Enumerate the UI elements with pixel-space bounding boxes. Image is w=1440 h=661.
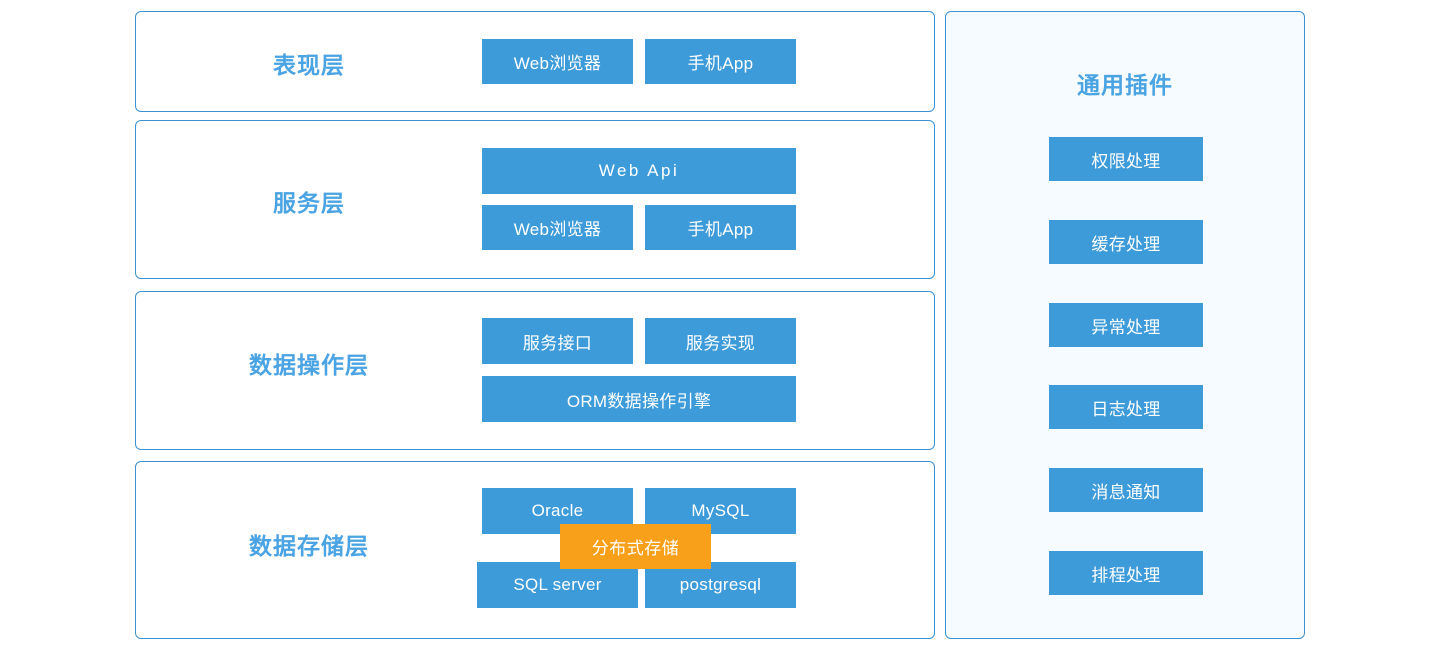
node-data-operation-service-implementation[interactable]: 服务实现	[645, 318, 796, 364]
node-service-web-api[interactable]: Web Api	[482, 148, 796, 194]
layer-title-service: 服务层	[273, 190, 345, 216]
node-service-mobile-app[interactable]: 手机App	[645, 205, 796, 250]
node-data-storage-sql-server[interactable]: SQL server	[477, 562, 638, 608]
node-service-web-browser[interactable]: Web浏览器	[482, 205, 633, 250]
layer-panel-service: 服务层	[135, 120, 935, 279]
plugin-panel-title: 通用插件	[1077, 72, 1173, 98]
plugin-node-message-notification[interactable]: 消息通知	[1049, 468, 1203, 512]
plugin-node-logging[interactable]: 日志处理	[1049, 385, 1203, 429]
node-data-storage-distributed-storage[interactable]: 分布式存储	[560, 524, 711, 569]
plugin-panel: 通用插件 权限处理 缓存处理 异常处理 日志处理 消息通知 排程处理	[945, 11, 1305, 639]
plugin-node-cache[interactable]: 缓存处理	[1049, 220, 1203, 264]
node-data-storage-postgresql[interactable]: postgresql	[645, 562, 796, 608]
node-data-operation-orm-engine[interactable]: ORM数据操作引擎	[482, 376, 796, 422]
node-presentation-web-browser[interactable]: Web浏览器	[482, 39, 633, 84]
node-presentation-mobile-app[interactable]: 手机App	[645, 39, 796, 84]
node-data-operation-service-interface[interactable]: 服务接口	[482, 318, 633, 364]
plugin-node-scheduling[interactable]: 排程处理	[1049, 551, 1203, 595]
layer-panel-data-operation: 数据操作层	[135, 291, 935, 450]
layer-title-data-operation: 数据操作层	[249, 352, 369, 378]
plugin-node-permission[interactable]: 权限处理	[1049, 137, 1203, 181]
plugin-node-exception[interactable]: 异常处理	[1049, 303, 1203, 347]
layer-title-presentation: 表现层	[273, 52, 345, 78]
layer-title-data-storage: 数据存储层	[249, 533, 369, 559]
